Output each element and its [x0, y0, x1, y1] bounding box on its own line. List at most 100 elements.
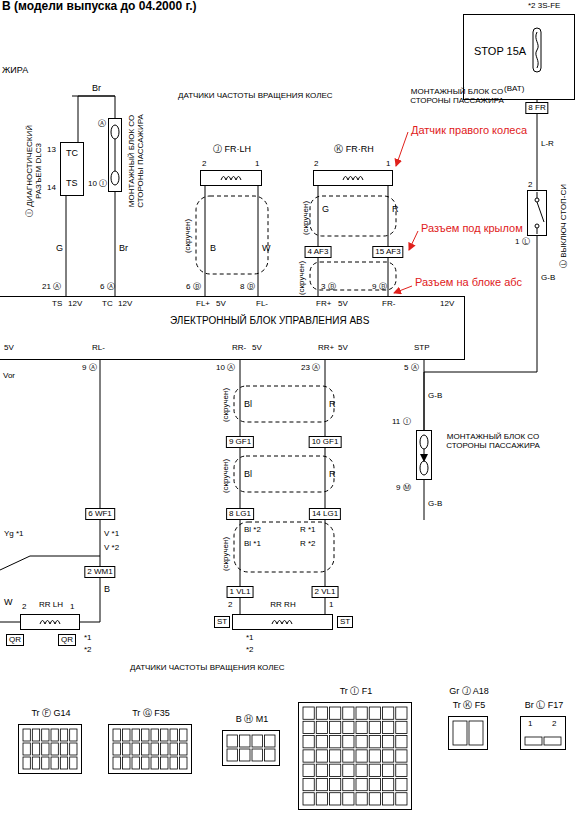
- callout-note: Разъем под крылом: [420, 222, 524, 234]
- pin-label: МОНТАЖНЫЙ БЛОК СО СТОРОНЫ ПАССАЖИРА: [398, 88, 516, 106]
- pin-label: 2: [314, 160, 318, 169]
- pin-label: *2 3S-FE: [528, 2, 560, 11]
- node-heading: Ⓛ ВЫКЛЮЧ СТОП-СИ: [560, 180, 569, 272]
- connector-tag: QR: [6, 634, 24, 646]
- pin-label: 1 Ⓛ: [515, 238, 530, 247]
- fuse-symbol: [111, 28, 541, 475]
- node-heading: Ⓙ FR·LH: [213, 145, 251, 155]
- pin-label: 12V: [68, 300, 82, 309]
- node-heading: МОНТАЖНЫЙ БЛОК СО СТОРОНЫ ПАССАЖИРА: [437, 433, 549, 451]
- node-heading: RR RH: [270, 601, 295, 610]
- twist-note: (скручен): [302, 201, 311, 235]
- connector-tag: 8 FR: [525, 102, 548, 114]
- wheel-sensor: Ⓙ FR·LH: [200, 170, 262, 186]
- node-text: TC: [66, 149, 78, 159]
- diagnostic-connector: Ⓘ ДИАГНОСТИЧЕСКИЙ РАЗЪЕМ DLC3TCTS: [60, 142, 84, 196]
- pin-label: RL-: [92, 344, 105, 353]
- pin-label: STP: [414, 344, 430, 353]
- node-heading: Tr Ⓖ F35: [132, 709, 170, 719]
- pin-label: *2: [246, 646, 254, 655]
- pin-label: 6 Ⓐ: [100, 283, 115, 292]
- node-text: TS: [66, 179, 78, 189]
- pin-label: G: [56, 244, 63, 254]
- pin-label: 2: [528, 181, 532, 190]
- node-heading: B Ⓗ M1: [236, 715, 269, 725]
- node-heading: Tr Ⓕ G14: [31, 709, 70, 719]
- connector-view: B Ⓗ M1: [222, 730, 280, 766]
- pin-label: 2: [22, 603, 26, 612]
- connector-view: Tr Ⓕ G14: [18, 724, 82, 774]
- pin-label: 13: [47, 146, 56, 155]
- node-heading: STOP 15A: [474, 45, 526, 57]
- pin-label: FL-: [256, 300, 268, 309]
- pin-label: 12V: [440, 300, 454, 309]
- junction-block: МОНТАЖНЫЙ БЛОК СО СТОРОНЫ ПАССАЖИРА: [416, 430, 432, 480]
- pin-label: 5V: [216, 300, 226, 309]
- pin-label: W: [4, 598, 13, 608]
- pin-label: Ⓐ: [98, 120, 106, 129]
- pin-label: Bl: [244, 470, 252, 480]
- connector-view: Gr Ⓙ A18Tr Ⓚ F5: [448, 716, 488, 750]
- connector-tag: 6 WF1: [85, 508, 115, 520]
- pin-label: ЖИРА: [2, 66, 28, 76]
- pin-label: G-B: [541, 274, 555, 283]
- pin-label: L-R: [541, 140, 554, 149]
- pin-label: 9 Ⓐ: [82, 364, 97, 373]
- pin-label: Bl: [244, 400, 252, 410]
- callout-note: Датчик правого колеса: [410, 124, 528, 136]
- connector-tag: 15 AF3: [372, 246, 403, 258]
- twist-note: (скручен): [222, 537, 231, 571]
- pin-label: FR+: [316, 300, 331, 309]
- pin-label: B: [210, 244, 216, 254]
- pin-label: 9 Ⓜ: [396, 484, 411, 493]
- stop-switch: Ⓛ ВЫКЛЮЧ СТОП-СИ: [527, 190, 547, 236]
- connector-view: Tr Ⓘ F1: [298, 702, 412, 810]
- wire: [325, 360, 326, 614]
- wheel-sensor: Ⓚ FR·RH: [313, 170, 393, 186]
- wire: [66, 196, 67, 296]
- pin-label: R: [329, 400, 336, 410]
- pin-label: *1: [246, 634, 254, 643]
- node-heading: RR LH: [39, 601, 63, 610]
- wire: [258, 186, 259, 296]
- pin-label: 10 Ⓐ: [216, 364, 235, 373]
- pin-label: RR+: [318, 344, 334, 353]
- connector-tag: 2 WM1: [84, 566, 115, 578]
- switch-symbol: [535, 192, 544, 234]
- wire: [80, 360, 100, 622]
- pin-label: B: [104, 585, 110, 595]
- pin-label: ДАТЧИКИ ЧАСТОТЫ ВРАЩЕНИЯ КОЛЕС: [130, 664, 285, 673]
- wire: [240, 360, 241, 614]
- wire: [318, 186, 319, 296]
- connector-tag: 8 LG1: [226, 508, 254, 520]
- sensor-coil: [40, 177, 363, 625]
- pin-label: 2: [228, 601, 232, 610]
- connector-cavity: [23, 707, 561, 805]
- wheel-sensor: RR RH: [232, 614, 333, 630]
- connector-view: Br Ⓛ F17: [520, 716, 566, 750]
- connector-tag: 2 VL1: [312, 586, 339, 598]
- pin-label: G-B: [428, 500, 442, 509]
- pin-label: Bl *2: [244, 526, 261, 535]
- wire: [78, 96, 115, 142]
- pin-label: W: [262, 244, 271, 254]
- wire: [424, 236, 537, 430]
- junction-block: МОНТАЖНЫЙ БЛОК СО СТОРОНЫ ПАССАЖИРА: [108, 118, 122, 192]
- node-heading: Gr Ⓙ A18: [449, 687, 489, 697]
- connector-view: Tr Ⓖ F35: [108, 724, 192, 774]
- pin-label: 9 Ⓑ: [372, 283, 387, 292]
- connector-tag: QR: [58, 634, 76, 646]
- callout-note: Разъем на блоке абс: [414, 276, 523, 288]
- pin-label: 2: [202, 160, 206, 169]
- pin-label: Br: [119, 244, 128, 254]
- pin-label: 10 Ⓘ: [88, 180, 107, 189]
- pin-label: 5 Ⓐ: [404, 364, 419, 373]
- pin-label: 11 Ⓘ: [392, 418, 411, 427]
- pin-label: Br: [92, 84, 101, 94]
- pin-label: G-B: [428, 392, 442, 401]
- pin-label: Yg *1: [4, 530, 24, 539]
- pin-label: 3 Ⓑ: [321, 283, 336, 292]
- twist-note: (скручен): [222, 459, 231, 493]
- pin-label: TC: [102, 300, 113, 309]
- pin-label: Vor: [3, 372, 15, 381]
